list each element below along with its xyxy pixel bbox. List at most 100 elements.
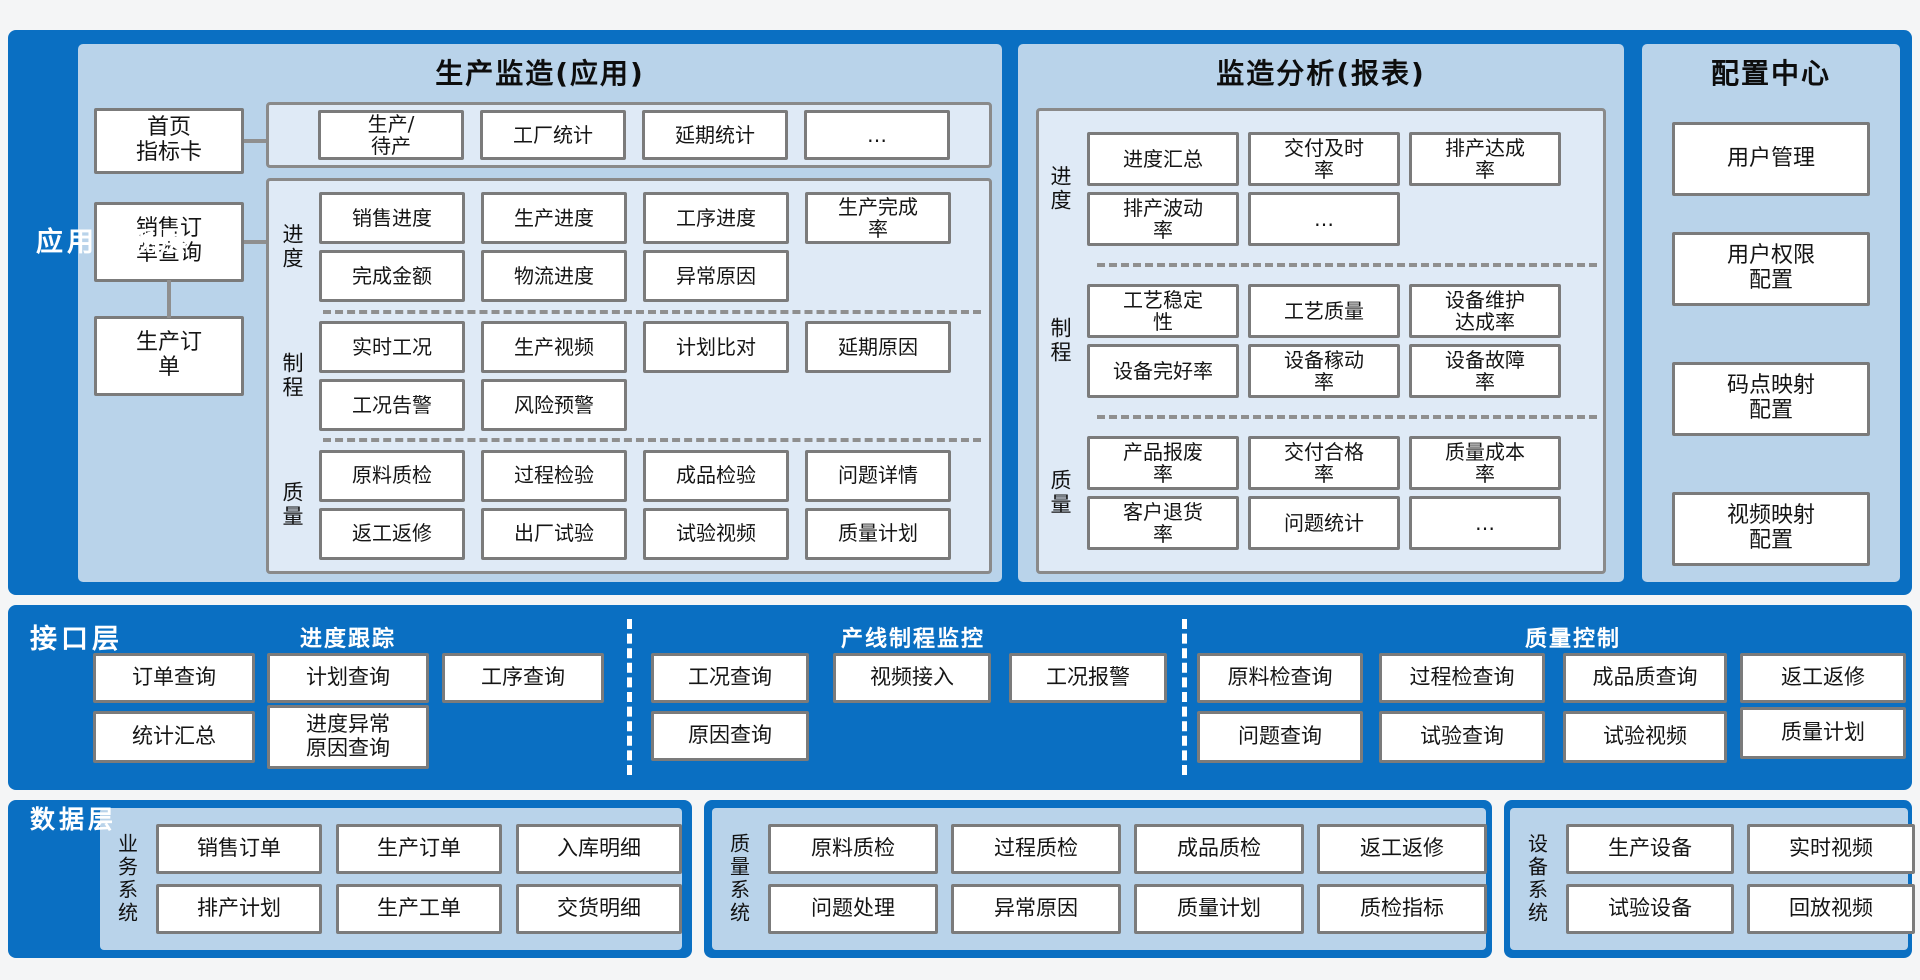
api-box[interactable]: 成品质查询 [1563, 653, 1727, 703]
data-box[interactable]: 质量计划 [1134, 884, 1304, 934]
quality-group: 质量 原料质检 过程检验 成品检验 问题详情 返工返修 出厂试验 试验视频 质量… [277, 449, 981, 560]
feature-box[interactable]: 生产进度 [481, 192, 627, 245]
report-box[interactable]: 产品报废 率 [1087, 436, 1239, 490]
api-box[interactable]: 进度异常 原因查询 [267, 705, 429, 769]
feature-box[interactable]: 实时工况 [319, 320, 465, 373]
data-box[interactable]: 交货明细 [516, 884, 682, 934]
feature-box[interactable]: 工况告警 [319, 378, 465, 431]
feature-box[interactable]: … [804, 110, 950, 160]
data-box[interactable]: 质检指标 [1317, 884, 1487, 934]
section-title-line-process-monitoring: 产线制程监控 [840, 627, 985, 652]
report-box[interactable]: 质量成本 率 [1409, 436, 1561, 490]
feature-box[interactable]: 延期统计 [642, 110, 788, 160]
api-box[interactable]: 工况报警 [1009, 653, 1167, 703]
api-box[interactable]: 问题查询 [1197, 711, 1363, 763]
report-box[interactable]: 排产达成 率 [1409, 132, 1561, 186]
data-box[interactable]: 试验设备 [1566, 884, 1734, 934]
production-supervision-title: 生产监造(应用) [435, 57, 645, 90]
report-box[interactable]: 进度汇总 [1087, 132, 1239, 186]
quality-report-group: 质量 产品报废 率 交付合格 率 质量成本 率 客户退货 率 问题统计 … [1045, 436, 1597, 550]
report-box[interactable]: 工艺稳定 性 [1087, 284, 1239, 338]
report-box[interactable]: 排产波动 率 [1087, 192, 1239, 246]
feature-box[interactable]: 返工返修 [319, 507, 465, 560]
dashed-divider [323, 438, 981, 443]
api-box[interactable]: 工序查询 [442, 653, 604, 703]
report-box[interactable]: … [1248, 192, 1400, 246]
feature-box[interactable]: 质量计划 [805, 507, 951, 560]
connector-line [244, 139, 268, 143]
feature-box[interactable]: 过程检验 [481, 449, 627, 502]
data-box[interactable]: 问题处理 [768, 884, 938, 934]
feature-box[interactable]: 生产视频 [481, 320, 627, 373]
feature-box[interactable]: 工序进度 [643, 192, 789, 245]
config-user-permission[interactable]: 用户权限 配置 [1672, 232, 1870, 306]
feature-box[interactable]: 延期原因 [805, 320, 951, 373]
api-box[interactable]: 视频接入 [833, 653, 991, 703]
data-box[interactable]: 生产订单 [336, 824, 502, 874]
report-box[interactable]: 工艺质量 [1248, 284, 1400, 338]
data-box[interactable]: 销售订单 [156, 824, 322, 874]
data-layer-band-equipment: 设备系统 生产设备 实时视频 试验设备 回放视频 [1504, 800, 1915, 958]
feature-box[interactable]: 试验视频 [643, 507, 789, 560]
report-box[interactable]: 交付合格 率 [1248, 436, 1400, 490]
config-center-panel: 配置中心 用户管理 用户权限 配置 码点映射 配置 视频映射 配置 [1642, 44, 1900, 582]
feature-box[interactable]: 原料质检 [319, 449, 465, 502]
api-box[interactable]: 原料检查询 [1197, 653, 1363, 703]
data-box[interactable]: 入库明细 [516, 824, 682, 874]
api-box[interactable]: 统计汇总 [93, 711, 255, 763]
data-box[interactable]: 原料质检 [768, 824, 938, 874]
data-box[interactable]: 返工返修 [1317, 824, 1487, 874]
dashed-divider [1097, 263, 1597, 267]
report-box[interactable]: 设备故障 率 [1409, 344, 1561, 398]
data-box[interactable]: 回放视频 [1747, 884, 1915, 934]
feature-box[interactable]: 计划比对 [643, 320, 789, 373]
config-user-management[interactable]: 用户管理 [1672, 122, 1870, 196]
api-box[interactable]: 原因查询 [651, 711, 809, 761]
group-label-progress: 进度 [280, 223, 304, 272]
api-box[interactable]: 质量计划 [1740, 707, 1906, 759]
presentation-layer-band: 应用展现层 生产监造(应用) 首页 指标卡 销售订 单查询 生产订 单 生产/ … [8, 30, 1912, 595]
production-supervision-panel: 生产监造(应用) 首页 指标卡 销售订 单查询 生产订 单 生产/ 待产 工厂统… [78, 44, 1002, 582]
report-box[interactable]: 设备完好率 [1087, 344, 1239, 398]
feature-box[interactable]: 物流进度 [481, 250, 627, 303]
nav-production-order[interactable]: 生产订 单 [94, 316, 244, 396]
nav-home-indicator-card[interactable]: 首页 指标卡 [94, 108, 244, 174]
data-box[interactable]: 成品质检 [1134, 824, 1304, 874]
data-box[interactable]: 异常原因 [951, 884, 1121, 934]
api-box[interactable]: 试验查询 [1379, 711, 1545, 763]
data-box[interactable]: 过程质检 [951, 824, 1121, 874]
feature-box[interactable]: 异常原因 [643, 250, 789, 303]
feature-box[interactable]: 工厂统计 [480, 110, 626, 160]
feature-box[interactable]: 生产/ 待产 [318, 110, 464, 160]
api-box[interactable]: 工况查询 [651, 653, 809, 703]
api-box[interactable]: 返工返修 [1740, 653, 1906, 703]
group-label-quality: 质量 [1048, 469, 1072, 517]
feature-box[interactable]: 风险预警 [481, 378, 627, 431]
data-box[interactable]: 排产计划 [156, 884, 322, 934]
group-label-progress: 进度 [1048, 165, 1072, 213]
report-box[interactable]: 客户退货 率 [1087, 496, 1239, 550]
feature-box[interactable]: 问题详情 [805, 449, 951, 502]
feature-box[interactable]: 出厂试验 [481, 507, 627, 560]
feature-box[interactable]: 生产完成 率 [805, 192, 951, 245]
api-box[interactable]: 计划查询 [267, 653, 429, 703]
group-label-process: 制程 [280, 351, 304, 400]
nav-sales-order-query[interactable]: 销售订 单查询 [94, 202, 244, 282]
feature-box[interactable]: 完成金额 [319, 250, 465, 303]
config-video-mapping[interactable]: 视频映射 配置 [1672, 492, 1870, 566]
feature-box[interactable]: 成品检验 [643, 449, 789, 502]
api-box[interactable]: 过程检查询 [1379, 653, 1545, 703]
api-box[interactable]: 试验视频 [1563, 711, 1727, 763]
data-box[interactable]: 生产设备 [1566, 824, 1734, 874]
report-box[interactable]: 设备稼动 率 [1248, 344, 1400, 398]
feature-box[interactable]: 销售进度 [319, 192, 465, 245]
data-box[interactable]: 实时视频 [1747, 824, 1915, 874]
report-box[interactable]: 交付及时 率 [1248, 132, 1400, 186]
api-box[interactable]: 订单查询 [93, 653, 255, 703]
report-box[interactable]: 设备维护 达成率 [1409, 284, 1561, 338]
report-box[interactable]: … [1409, 496, 1561, 550]
report-box[interactable]: 问题统计 [1248, 496, 1400, 550]
config-code-point-mapping[interactable]: 码点映射 配置 [1672, 362, 1870, 436]
data-box[interactable]: 生产工单 [336, 884, 502, 934]
interface-layer-band: 接口层 进度跟踪 产线制程监控 质量控制 订单查询 计划查询 工序查询 统计汇总… [8, 605, 1912, 790]
